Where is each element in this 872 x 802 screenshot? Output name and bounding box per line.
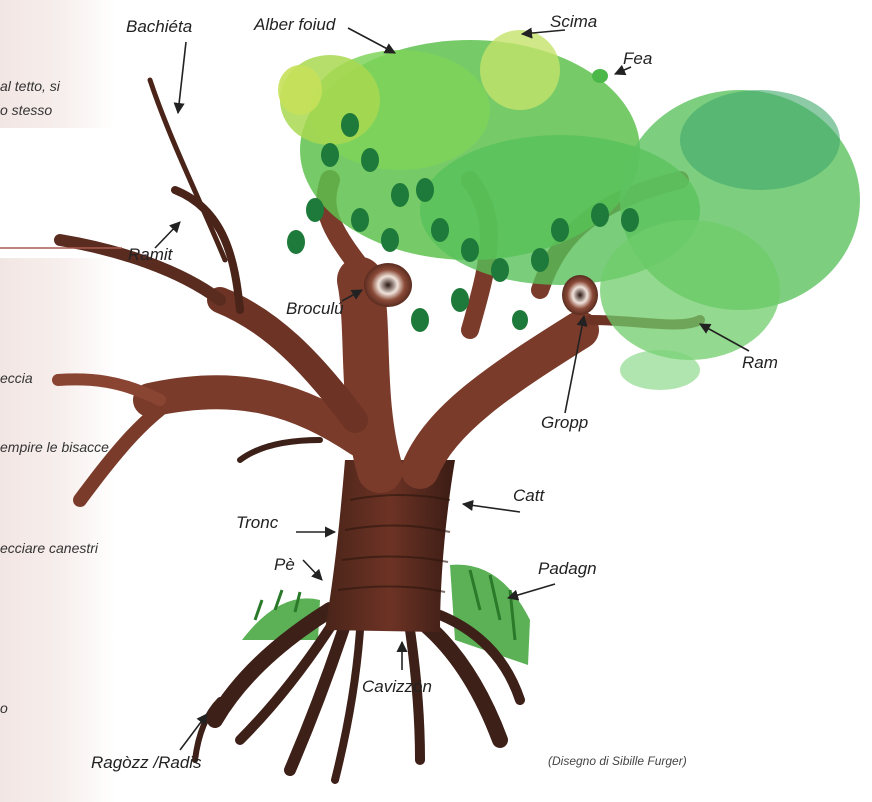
label-fea: Fea [623, 50, 652, 67]
drawing-credit: (Disegno di Sibille Furger) [548, 754, 687, 768]
arrow-bachieta [178, 42, 186, 113]
label-ram: Ram [742, 354, 778, 371]
arrow-fea [615, 67, 631, 74]
arrow-alber-foiud [348, 28, 395, 53]
label-pe: Pè [274, 556, 295, 573]
label-broculu: Broculú [286, 300, 344, 317]
label-gropp: Gropp [541, 414, 588, 431]
arrow-catt [463, 504, 520, 512]
arrow-ram [700, 324, 749, 351]
arrow-broculu [342, 290, 362, 301]
arrow-pe [303, 560, 322, 580]
label-alber-foiud: Alber foiud [254, 16, 335, 33]
label-cavizzon: Cavizzón [362, 678, 432, 695]
label-catt: Catt [513, 487, 544, 504]
arrow-gropp [565, 316, 584, 413]
label-bachieta: Bachiéta [126, 18, 192, 35]
label-padagn: Padagn [538, 560, 597, 577]
arrow-ragozz [180, 714, 207, 750]
label-tronc: Tronc [236, 514, 278, 531]
label-ramit: Ramit [128, 246, 172, 263]
label-ragozz-radis: Ragòzz /Radis [91, 754, 202, 771]
arrow-padagn [508, 584, 555, 598]
label-scima: Scima [550, 13, 597, 30]
